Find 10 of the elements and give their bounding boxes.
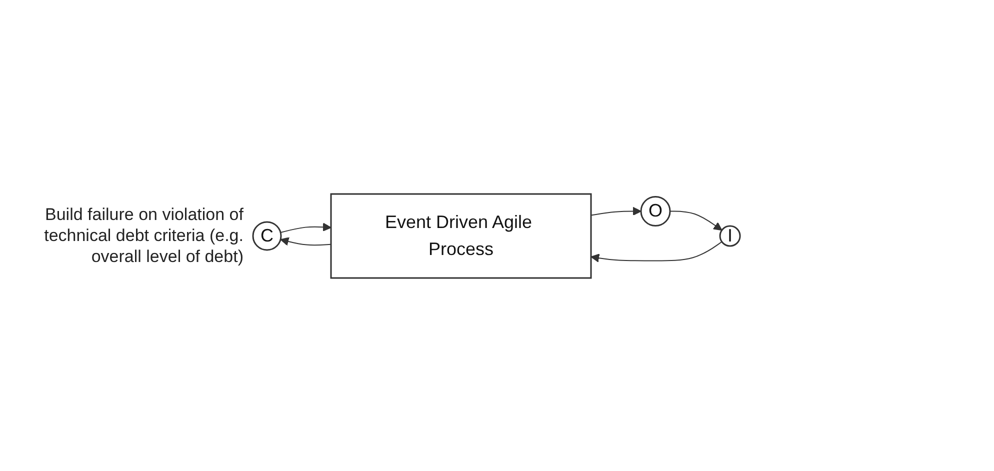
node-circle: O — [640, 196, 672, 226]
arrow — [280, 222, 332, 233]
arrow — [590, 206, 642, 216]
arrow — [280, 236, 332, 246]
node-circle: C — [252, 220, 282, 250]
arrow — [670, 210, 723, 230]
arrow — [591, 240, 723, 262]
node-box: Event Driven Agile Process — [330, 192, 592, 278]
annotation-text: Build failure on violation of technical debt criteria (e.g. overall level of debt) — [43, 204, 244, 268]
node-circle: I — [720, 224, 742, 246]
